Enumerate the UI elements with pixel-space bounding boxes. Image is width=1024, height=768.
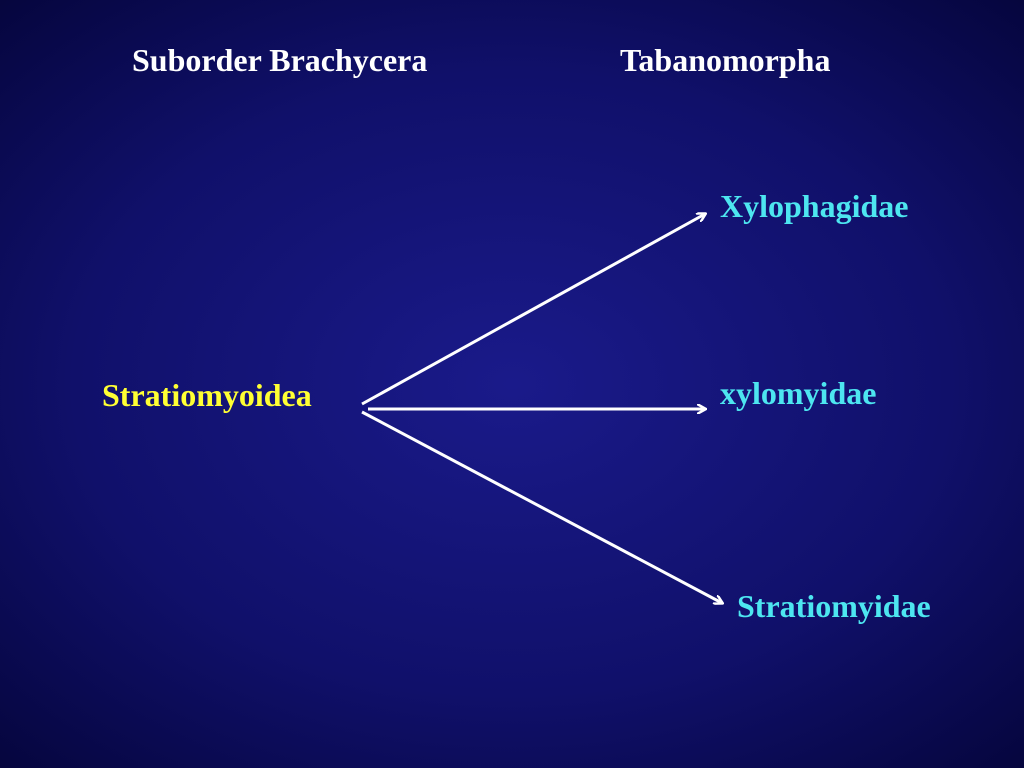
child-node-xylomyidae: xylomyidae (720, 375, 877, 411)
child-node-xylophagidae: Xylophagidae (720, 188, 909, 224)
arrow-to-stratiomyidae (361, 410, 722, 603)
child-node-stratiomyidae: Stratiomyidae (737, 588, 931, 624)
suborder-title: Suborder Brachycera (132, 42, 428, 78)
root-node-stratiomyoidea: Stratiomyoidea (102, 377, 312, 413)
arrow-to-xylophagidae (361, 214, 705, 406)
infraorder-title: Tabanomorpha (620, 42, 831, 78)
